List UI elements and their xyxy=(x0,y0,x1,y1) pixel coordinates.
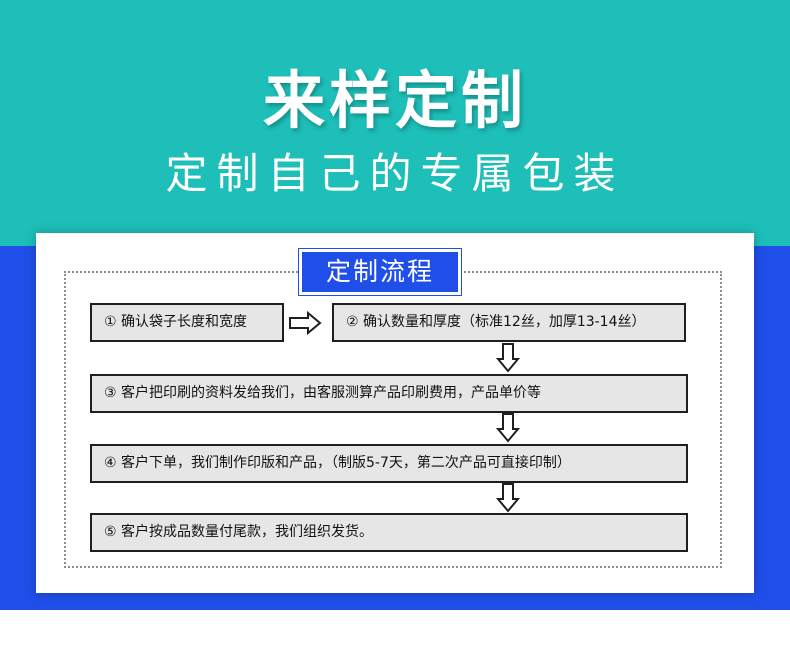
step-4: ④ 客户下单，我们制作印版和产品，（制版5-7天，第二次产品可直接印制） xyxy=(90,444,688,483)
step-5: ⑤ 客户按成品数量付尾款，我们组织发货。 xyxy=(90,513,688,552)
teal-header-background xyxy=(0,0,790,278)
down-arrow-icon xyxy=(496,483,520,513)
step-2: ② 确认数量和厚度（标准12丝，加厚13-14丝） xyxy=(332,303,686,342)
step-3: ③ 客户把印刷的资料发给我们，由客服测算产品印刷费用，产品单价等 xyxy=(90,374,688,413)
down-arrow-icon xyxy=(496,413,520,443)
right-arrow-icon xyxy=(289,311,322,335)
bottom-white-strip xyxy=(0,610,790,645)
banner-title: 来样定制 xyxy=(262,64,527,137)
step-1: ① 确认袋子长度和宽度 xyxy=(90,303,284,342)
process-heading: 定制流程 xyxy=(299,249,461,295)
process-card: 定制流程 ① 确认袋子长度和宽度 ② 确认数量和厚度（标准12丝，加厚13-14… xyxy=(36,233,754,593)
banner-subtitle: 定制自己的专属包装 xyxy=(165,149,625,198)
down-arrow-icon xyxy=(496,343,520,373)
